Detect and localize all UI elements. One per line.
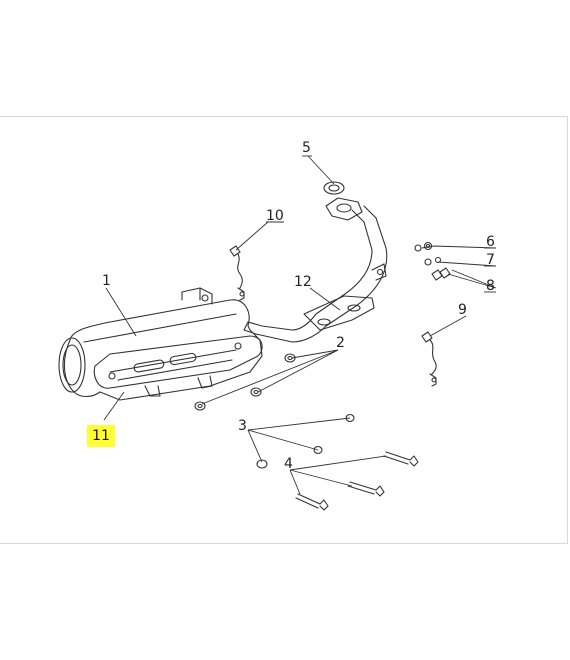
hardware-6-7-8: [414, 241, 451, 281]
sensor-9: [421, 331, 437, 387]
callout-3: 3: [238, 418, 247, 434]
callout-6: 6: [486, 234, 495, 250]
callout-5: 5: [302, 140, 311, 156]
gasket: [323, 181, 345, 195]
callout-12: 12: [294, 274, 312, 290]
exhaust-pipe: [243, 197, 388, 343]
callout-10: 10: [266, 208, 284, 224]
heat-shield: [93, 335, 263, 397]
diagram-frame: [0, 116, 568, 544]
muffler-body: [58, 287, 263, 401]
callout-1: 1: [102, 273, 111, 289]
callout-9: 9: [458, 302, 467, 318]
callout-7: 7: [486, 252, 495, 268]
bolts-4: [295, 451, 419, 511]
callout-2: 2: [336, 335, 345, 351]
leader-lines: [103, 155, 497, 495]
nuts-3: [256, 413, 355, 469]
callout-labels: 1 2 3 4 5 6 7 8 9 10 12: [102, 140, 495, 472]
callout-11-highlighted: 11: [87, 425, 115, 447]
washers-2: [194, 353, 296, 411]
callout-8: 8: [486, 278, 495, 294]
callout-underlines: [266, 155, 496, 293]
sensor-10: [229, 245, 245, 301]
callout-4: 4: [284, 456, 293, 472]
